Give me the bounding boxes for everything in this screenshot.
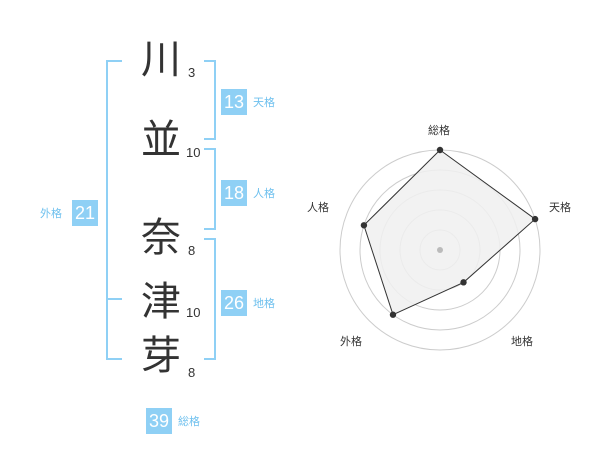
- stroke-count-3: 8: [188, 243, 196, 258]
- stroke-count-1: 3: [188, 65, 196, 80]
- radar-label-jinkaku: 人格: [307, 201, 329, 214]
- radar-point-4: [360, 222, 368, 229]
- radar-point-2: [460, 279, 467, 286]
- radar-points: [360, 146, 539, 318]
- jinkaku-value: 18: [221, 180, 247, 206]
- radar-point-1: [531, 215, 539, 223]
- name-char-1: 川: [141, 37, 181, 83]
- tenkaku-value: 13: [221, 89, 247, 115]
- radar-label-soukaku: 総格: [428, 124, 450, 137]
- gaikaku-value: 21: [72, 200, 98, 226]
- name-char-5: 芽: [141, 333, 181, 379]
- tenkaku-bracket: [204, 60, 216, 140]
- gaikaku-label: 外格: [40, 207, 62, 220]
- gaikaku-divider: [106, 298, 122, 300]
- name-char-3: 奈: [141, 215, 181, 261]
- jinkaku-label: 人格: [253, 187, 275, 200]
- radar-label-tenkaku: 天格: [549, 201, 571, 214]
- gaikaku-bracket: [106, 60, 122, 360]
- chikaku-value: 26: [221, 290, 247, 316]
- radar-label-chikaku: 地格: [511, 335, 533, 348]
- radar-point-0: [436, 146, 444, 154]
- name-char-2: 並: [141, 117, 181, 163]
- soukaku-label: 総格: [178, 415, 200, 428]
- chikaku-label: 地格: [253, 297, 275, 310]
- radar-polygon: [363, 149, 536, 316]
- jinkaku-bracket: [204, 148, 216, 230]
- soukaku-value: 39: [146, 408, 172, 434]
- name-char-4: 津: [141, 279, 181, 325]
- stroke-count-4: 10: [186, 305, 201, 320]
- radar-label-gaikaku: 外格: [340, 335, 362, 348]
- stroke-count-5: 8: [188, 365, 196, 380]
- radar-point-3: [389, 311, 397, 318]
- radar-center-dot: [437, 247, 443, 253]
- chikaku-bracket: [204, 238, 216, 360]
- tenkaku-label: 天格: [253, 96, 275, 109]
- stroke-count-2: 10: [186, 145, 201, 160]
